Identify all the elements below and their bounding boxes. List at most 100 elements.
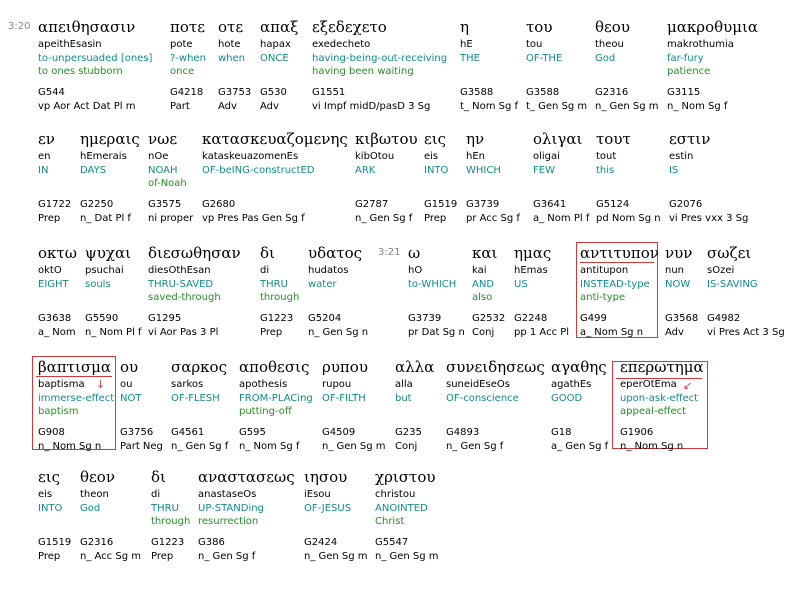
alternate-gloss: also [472, 292, 493, 303]
strongs-number: G1906 [620, 427, 654, 438]
transliteration: hapax [260, 39, 291, 50]
strongs-number: G1722 [38, 199, 72, 210]
transliteration: suneidEseOs [446, 379, 510, 390]
strongs-number: G2248 [514, 313, 548, 324]
greek-word: συνειδησεως [446, 358, 545, 376]
gloss: God [595, 53, 616, 64]
greek-word: κατασκευαζομενης [202, 130, 348, 148]
transliteration: psuchai [85, 265, 124, 276]
gloss: ANOINTED [375, 503, 428, 514]
strongs-number: G3588 [460, 87, 494, 98]
parsing: vi Impf midD/pasD 3 Sg [312, 101, 431, 112]
greek-word: απαξ [260, 18, 299, 36]
greek-word: εξεδεχετο [312, 18, 387, 36]
strongs-number: G3756 [120, 427, 154, 438]
parsing: n_ Gen Sg f [171, 441, 229, 452]
gloss: ?-when [170, 53, 206, 64]
alternate-gloss: baptism [38, 406, 79, 417]
parsing: t_ Gen Sg m [526, 101, 588, 112]
parsing: Conj [395, 441, 418, 452]
alternate-gloss: anti-type [580, 292, 626, 303]
greek-word: ρυπου [322, 358, 368, 376]
gloss: AND [472, 279, 495, 290]
greek-word: βαπτισμα [38, 358, 111, 376]
greek-word: κιβωτου [355, 130, 418, 148]
parsing: vi Pres vxx 3 Sg [669, 213, 749, 224]
greek-word: αλλα [395, 358, 435, 376]
transliteration: sOzei [707, 265, 735, 276]
strongs-number: G499 [580, 313, 607, 324]
gloss: IS-SAVING [707, 279, 758, 290]
strongs-number: G544 [38, 87, 65, 98]
gloss: NOAH [148, 165, 178, 176]
alternate-gloss: through [260, 292, 300, 303]
transliteration: eis [38, 489, 53, 500]
gloss: OF-beING-constructED [202, 165, 315, 176]
parsing: Adv [260, 101, 279, 112]
greek-word: ιησου [304, 468, 348, 486]
greek-word: σωζει [707, 244, 752, 262]
gloss: water [308, 279, 337, 290]
highlight-box-baptisma [32, 356, 116, 450]
strongs-number: G2316 [80, 537, 114, 548]
transliteration: eis [424, 151, 439, 162]
transliteration: pote [170, 39, 193, 50]
strongs-number: G1551 [312, 87, 346, 98]
parsing: n_ Gen Sg m [322, 441, 386, 452]
transliteration: theou [595, 39, 624, 50]
gloss: OF-THE [526, 53, 563, 64]
strongs-number: G2532 [472, 313, 506, 324]
strongs-number: G5590 [85, 313, 119, 324]
transliteration: kai [472, 265, 487, 276]
strongs-number: G4561 [171, 427, 205, 438]
greek-word: νυν [665, 244, 693, 262]
strongs-number: G3638 [38, 313, 72, 324]
transliteration: hEmas [514, 265, 548, 276]
alternate-gloss: to ones stubborn [38, 66, 123, 77]
parsing: a_ Nom Sg n [580, 327, 644, 338]
parsing: vp Pres Pas Gen Sg f [202, 213, 305, 224]
gloss: upon-ask-effect [620, 393, 699, 404]
parsing: a_ Gen Sg f [551, 441, 609, 452]
strongs-number: G386 [198, 537, 225, 548]
greek-word: θεον [80, 468, 115, 486]
parsing: t_ Nom Sg f [460, 101, 519, 112]
strongs-number: G5124 [596, 199, 630, 210]
parsing: Prep [151, 551, 174, 562]
parsing: Prep [38, 551, 61, 562]
gloss: having-being-out-receiving [312, 53, 448, 64]
transliteration: hO [408, 265, 423, 276]
gloss: to-unpersuaded [ones] [38, 53, 153, 64]
alternate-gloss: once [170, 66, 195, 77]
transliteration: baptisma [38, 379, 85, 390]
gloss: FROM-PLACing [239, 393, 313, 404]
arrow-down-left-icon: ↙ [683, 379, 693, 392]
greek-word: θεου [595, 18, 630, 36]
transliteration: nun [665, 265, 685, 276]
transliteration: di [260, 265, 270, 276]
strongs-number: G3588 [526, 87, 560, 98]
gloss: INTO [38, 503, 63, 514]
parsing: Prep [260, 327, 283, 338]
gloss: God [80, 503, 101, 514]
parsing: ni proper [148, 213, 194, 224]
alternate-gloss: through [151, 516, 191, 527]
gloss: souls [85, 279, 111, 290]
gloss: to-WHICH [408, 279, 457, 290]
strongs-number: G2076 [669, 199, 703, 210]
transliteration: hudatos [308, 265, 349, 276]
greek-word: ην [466, 130, 485, 148]
parsing: Adv [665, 327, 684, 338]
transliteration: kibOtou [355, 151, 395, 162]
greek-word: του [526, 18, 553, 36]
greek-word: εστιν [669, 130, 711, 148]
underline-eperotema [616, 378, 702, 379]
greek-word: εν [38, 130, 55, 148]
transliteration: en [38, 151, 51, 162]
transliteration: apothesis [239, 379, 288, 390]
alternate-gloss: appeal-effect [620, 406, 687, 417]
greek-word: οτε [218, 18, 244, 36]
gloss: NOT [120, 393, 142, 404]
strongs-number: G2787 [355, 199, 389, 210]
